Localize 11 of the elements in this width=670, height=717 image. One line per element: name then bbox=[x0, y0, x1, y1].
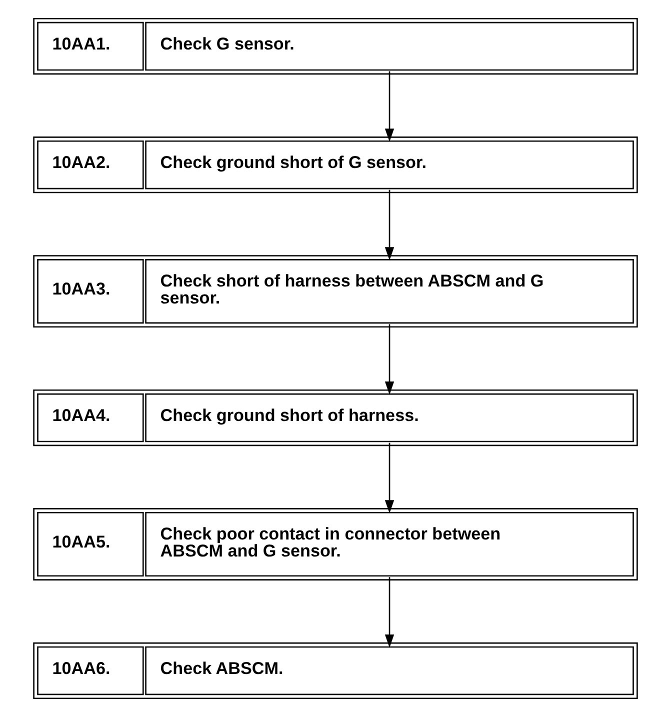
node-box: 10AA6. Check ABSCM. bbox=[32, 642, 638, 700]
arrow bbox=[384, 324, 394, 395]
arrow bbox=[384, 442, 394, 514]
arrow bbox=[384, 71, 394, 142]
node-box: 10AA4. Check ground short of harness. bbox=[32, 389, 638, 446]
node-box: 10AA3. Check short of harness between ABSCM and G sensor. bbox=[32, 255, 638, 328]
node-box: 10AA1. Check G sensor. bbox=[32, 18, 638, 75]
arrow bbox=[384, 190, 394, 260]
node-box: 10AA2. Check ground short of G sensor. bbox=[32, 136, 638, 194]
arrow bbox=[384, 577, 394, 648]
node-box: 10AA5. Check poor contact in connector between ABSCM and G sensor. bbox=[32, 508, 638, 580]
